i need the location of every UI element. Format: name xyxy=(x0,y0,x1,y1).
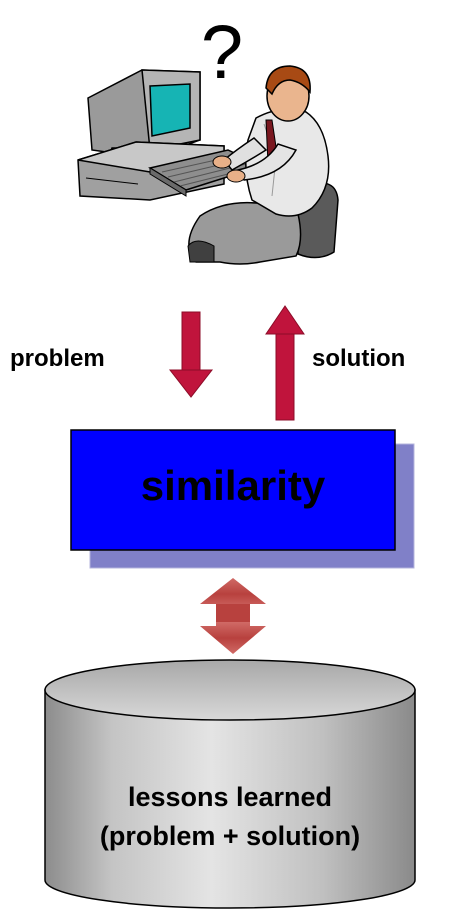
database-label-line2: (problem + solution) xyxy=(100,821,360,851)
question-mark: ? xyxy=(201,10,243,95)
solution-label: solution xyxy=(312,345,405,372)
similarity-box: similarity xyxy=(70,429,415,569)
database-cylinder: lessons learned (problem + solution) xyxy=(44,659,416,909)
problem-arrow-down xyxy=(168,311,214,398)
database-label-line1: lessons learned xyxy=(128,782,332,812)
solution-arrow-up xyxy=(265,305,305,421)
double-arrow xyxy=(200,578,266,654)
similarity-label: similarity xyxy=(141,462,326,509)
problem-label: problem xyxy=(10,345,105,372)
person-at-computer-icon xyxy=(77,65,339,265)
similarity-box-face xyxy=(70,429,396,551)
